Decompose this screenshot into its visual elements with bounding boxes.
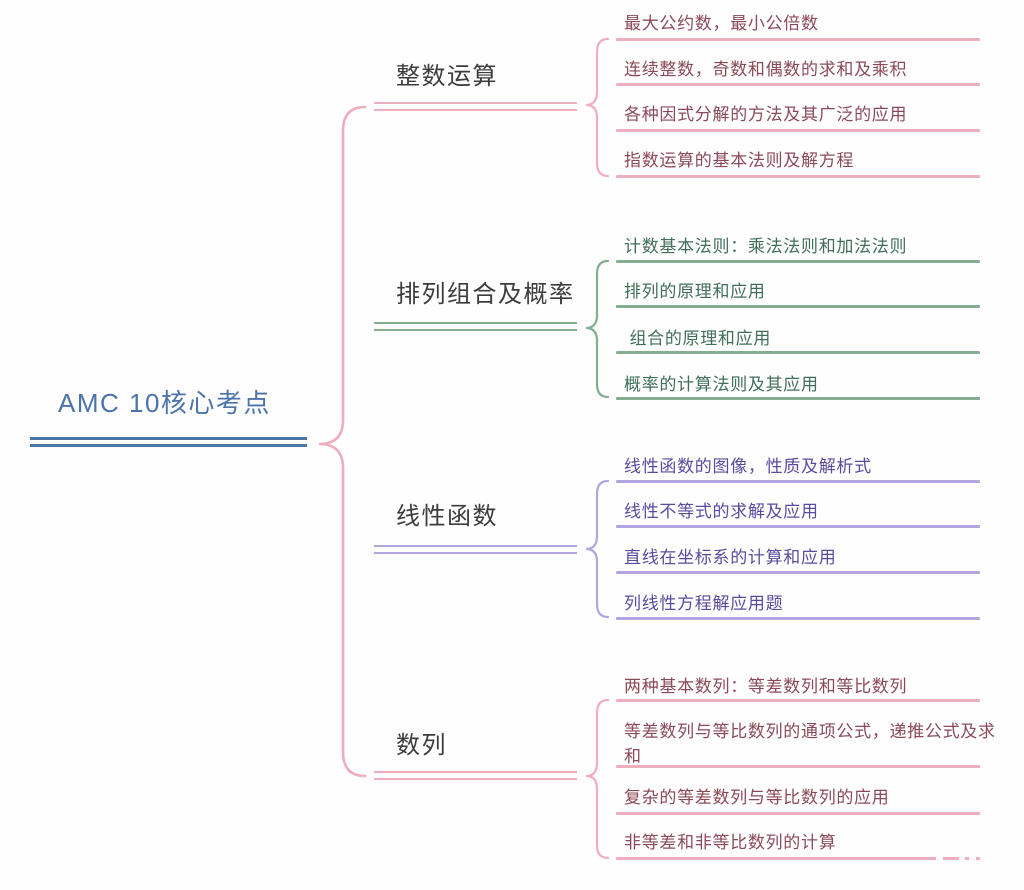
subtopic-underline — [616, 260, 980, 263]
subtopic[interactable]: 两种基本数列：等差数列和等比数列 — [624, 677, 908, 696]
watermark-smudge — [936, 855, 943, 861]
subtopic-underline — [616, 617, 980, 620]
main-brace — [318, 105, 367, 778]
subtopic-underline — [616, 571, 980, 574]
subtopic[interactable]: 计数基本法则：乘法法则和加法法则 — [624, 237, 908, 256]
subtopic[interactable]: 排列的原理和应用 — [624, 282, 766, 301]
root-topic-underline — [30, 437, 307, 447]
subtopic[interactable]: 组合的原理和应用 — [624, 329, 772, 348]
subtopic-underline — [616, 812, 980, 815]
subtopic-underline — [616, 38, 980, 41]
subtopic[interactable]: 线性函数的图像，性质及解析式 — [624, 457, 872, 476]
branch-topic[interactable]: 排列组合及概率 — [396, 281, 575, 308]
subtopic-underline — [616, 857, 980, 860]
subtopic[interactable]: 连续整数，奇数和偶数的求和及乘积 — [624, 60, 908, 79]
subtopic-underline — [616, 397, 980, 400]
watermark-smudge — [959, 855, 965, 861]
subtopic-underline — [616, 129, 980, 132]
subtopic[interactable]: 指数运算的基本法则及解方程 — [624, 151, 855, 170]
subtopic-underline — [616, 525, 980, 528]
subtopic-underline — [616, 351, 980, 354]
branch-topic-underline — [374, 771, 577, 780]
subtopic-underline — [616, 699, 980, 702]
subtopic[interactable]: 线性不等式的求解及应用 — [624, 502, 819, 521]
branch-brace — [585, 259, 610, 399]
branch-topic[interactable]: 线性函数 — [396, 503, 498, 530]
branch-topic-underline — [374, 102, 577, 111]
subtopic-underline — [616, 83, 980, 86]
subtopic-underline — [616, 480, 980, 483]
subtopic[interactable]: 非等差和非等比数列的计算 — [624, 833, 837, 852]
branch-brace — [585, 37, 610, 178]
subtopic[interactable]: 最大公约数，最小公倍数 — [624, 14, 819, 33]
subtopic[interactable]: 等差数列与等比数列的通项公式，递推公式及求和 — [624, 722, 996, 766]
subtopic-underline — [616, 175, 980, 178]
subtopic[interactable]: 直线在坐标系的计算和应用 — [624, 548, 837, 567]
branch-topic[interactable]: 整数运算 — [396, 63, 498, 90]
branch-topic-underline — [374, 322, 577, 331]
subtopic-underline — [616, 305, 980, 308]
branch-brace — [585, 698, 610, 860]
root-topic[interactable]: AMC 10核心考点 — [58, 388, 271, 418]
branch-brace — [585, 479, 610, 619]
watermark-smudge — [969, 855, 976, 861]
subtopic[interactable]: 复杂的等差数列与等比数列的应用 — [624, 788, 890, 807]
subtopic-underline — [616, 765, 980, 768]
branch-topic-underline — [374, 545, 577, 554]
branch-topic[interactable]: 数列 — [396, 732, 447, 759]
subtopic[interactable]: 列线性方程解应用题 — [624, 594, 784, 613]
subtopic[interactable]: 各种因式分解的方法及其广泛的应用 — [624, 105, 908, 124]
subtopic[interactable]: 概率的计算法则及其应用 — [624, 375, 819, 394]
